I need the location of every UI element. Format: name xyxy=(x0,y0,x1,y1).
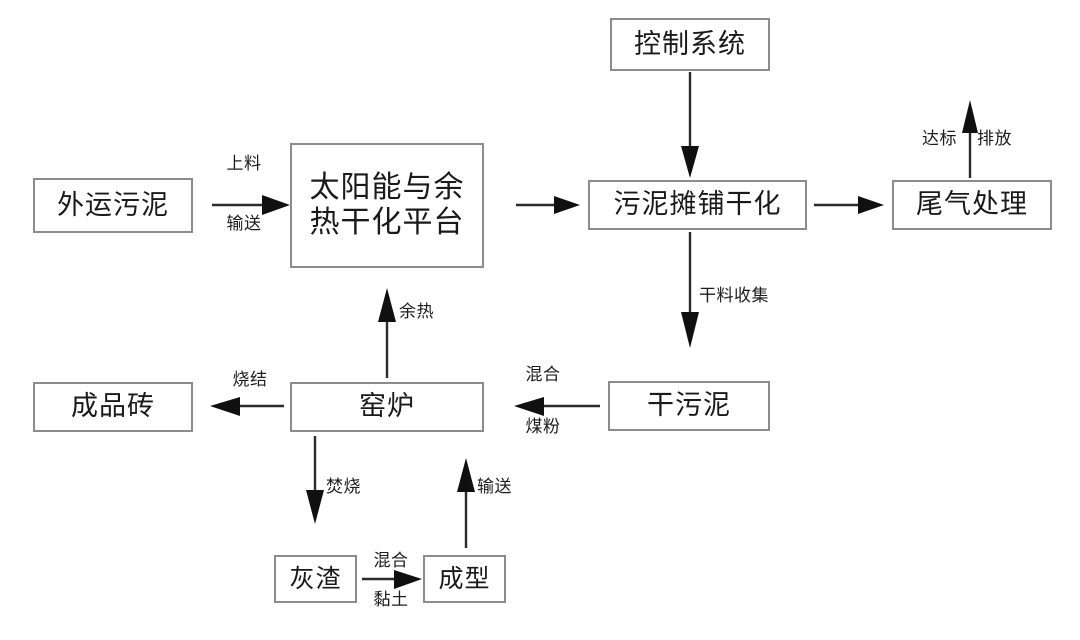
arrow-platform-to-spreading xyxy=(516,196,580,214)
node-tail-gas[interactable]: 尾气处理 xyxy=(892,180,1052,230)
arrow-sintering xyxy=(210,397,284,416)
edge-label-sintering: 烧结 xyxy=(232,370,268,390)
edge-label-incineration: 焚烧 xyxy=(326,477,361,497)
edge-label-mixing-clay-top: 混合 xyxy=(373,551,409,571)
node-sludge-spreading[interactable]: 污泥摊铺干化 xyxy=(588,180,807,230)
arrow-feeding xyxy=(212,195,290,215)
node-kiln[interactable]: 窑炉 xyxy=(290,382,484,432)
arrow-dry-collect xyxy=(681,232,699,348)
arrow-clay-mixing xyxy=(362,570,422,589)
edge-label-mixing-coal-top: 混合 xyxy=(525,365,561,385)
node-control-system[interactable]: 控制系统 xyxy=(610,18,770,71)
edge-label-dry-collect: 干料收集 xyxy=(699,286,769,306)
arrow-discharge xyxy=(962,100,978,178)
arrow-coal-mixing xyxy=(514,397,600,416)
edge-label-feeding-bottom: 输送 xyxy=(226,214,262,234)
arrow-waste-heat xyxy=(378,288,396,378)
node-ash-slag[interactable]: 灰渣 xyxy=(274,555,357,603)
arrow-control-to-spreading xyxy=(681,72,699,178)
edge-label-waste-heat: 余热 xyxy=(399,302,434,322)
edge-label-coal-powder: 煤粉 xyxy=(525,417,561,437)
node-finished-brick[interactable]: 成品砖 xyxy=(33,382,193,432)
arrow-spreading-to-tailgas xyxy=(814,196,884,214)
node-forming[interactable]: 成型 xyxy=(423,555,506,603)
edge-label-feeding-top: 上料 xyxy=(226,154,262,174)
arrow-conveying xyxy=(457,458,475,548)
edge-label-conveying: 输送 xyxy=(477,477,512,497)
edge-label-discharge: 排放 xyxy=(977,129,1012,149)
node-waste-sludge[interactable]: 外运污泥 xyxy=(33,178,193,233)
edge-label-standard: 达标 xyxy=(922,129,957,149)
node-dry-sludge[interactable]: 干污泥 xyxy=(608,381,770,431)
node-solar-platform[interactable]: 太阳能与余 热干化平台 xyxy=(290,143,484,268)
arrow-incineration xyxy=(306,436,324,524)
edge-label-clay: 黏土 xyxy=(373,590,409,610)
